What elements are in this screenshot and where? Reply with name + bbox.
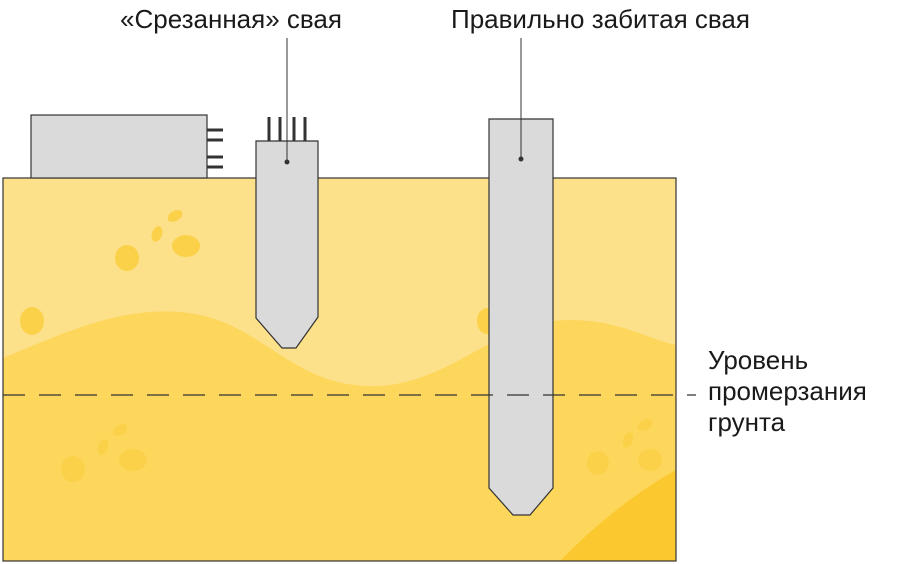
- foundation-block: [30, 114, 223, 179]
- frost-level-label-line-3: грунта: [708, 407, 786, 437]
- soil-outline: [2, 177, 677, 562]
- cut-pile-body: [255, 140, 319, 349]
- rebar-stubs-vertical: [267, 117, 307, 141]
- correct-pile: [488, 38, 554, 516]
- cut-pile: [255, 38, 319, 349]
- frost-level-label-line-1: Уровень: [708, 345, 809, 375]
- frost-level-label: Уровень промерзания грунта: [708, 345, 896, 438]
- correct-pile-body: [488, 118, 554, 516]
- rebar-stubs-horizontal: [207, 128, 223, 169]
- frost-level-label-line-2: промерзания: [708, 376, 867, 406]
- correct-pile-label: Правильно забитая свая: [451, 4, 750, 34]
- cut-pile-label: «Срезанная» свая: [120, 4, 342, 34]
- soil: [2, 177, 677, 562]
- soil-deep-layer: [560, 470, 676, 561]
